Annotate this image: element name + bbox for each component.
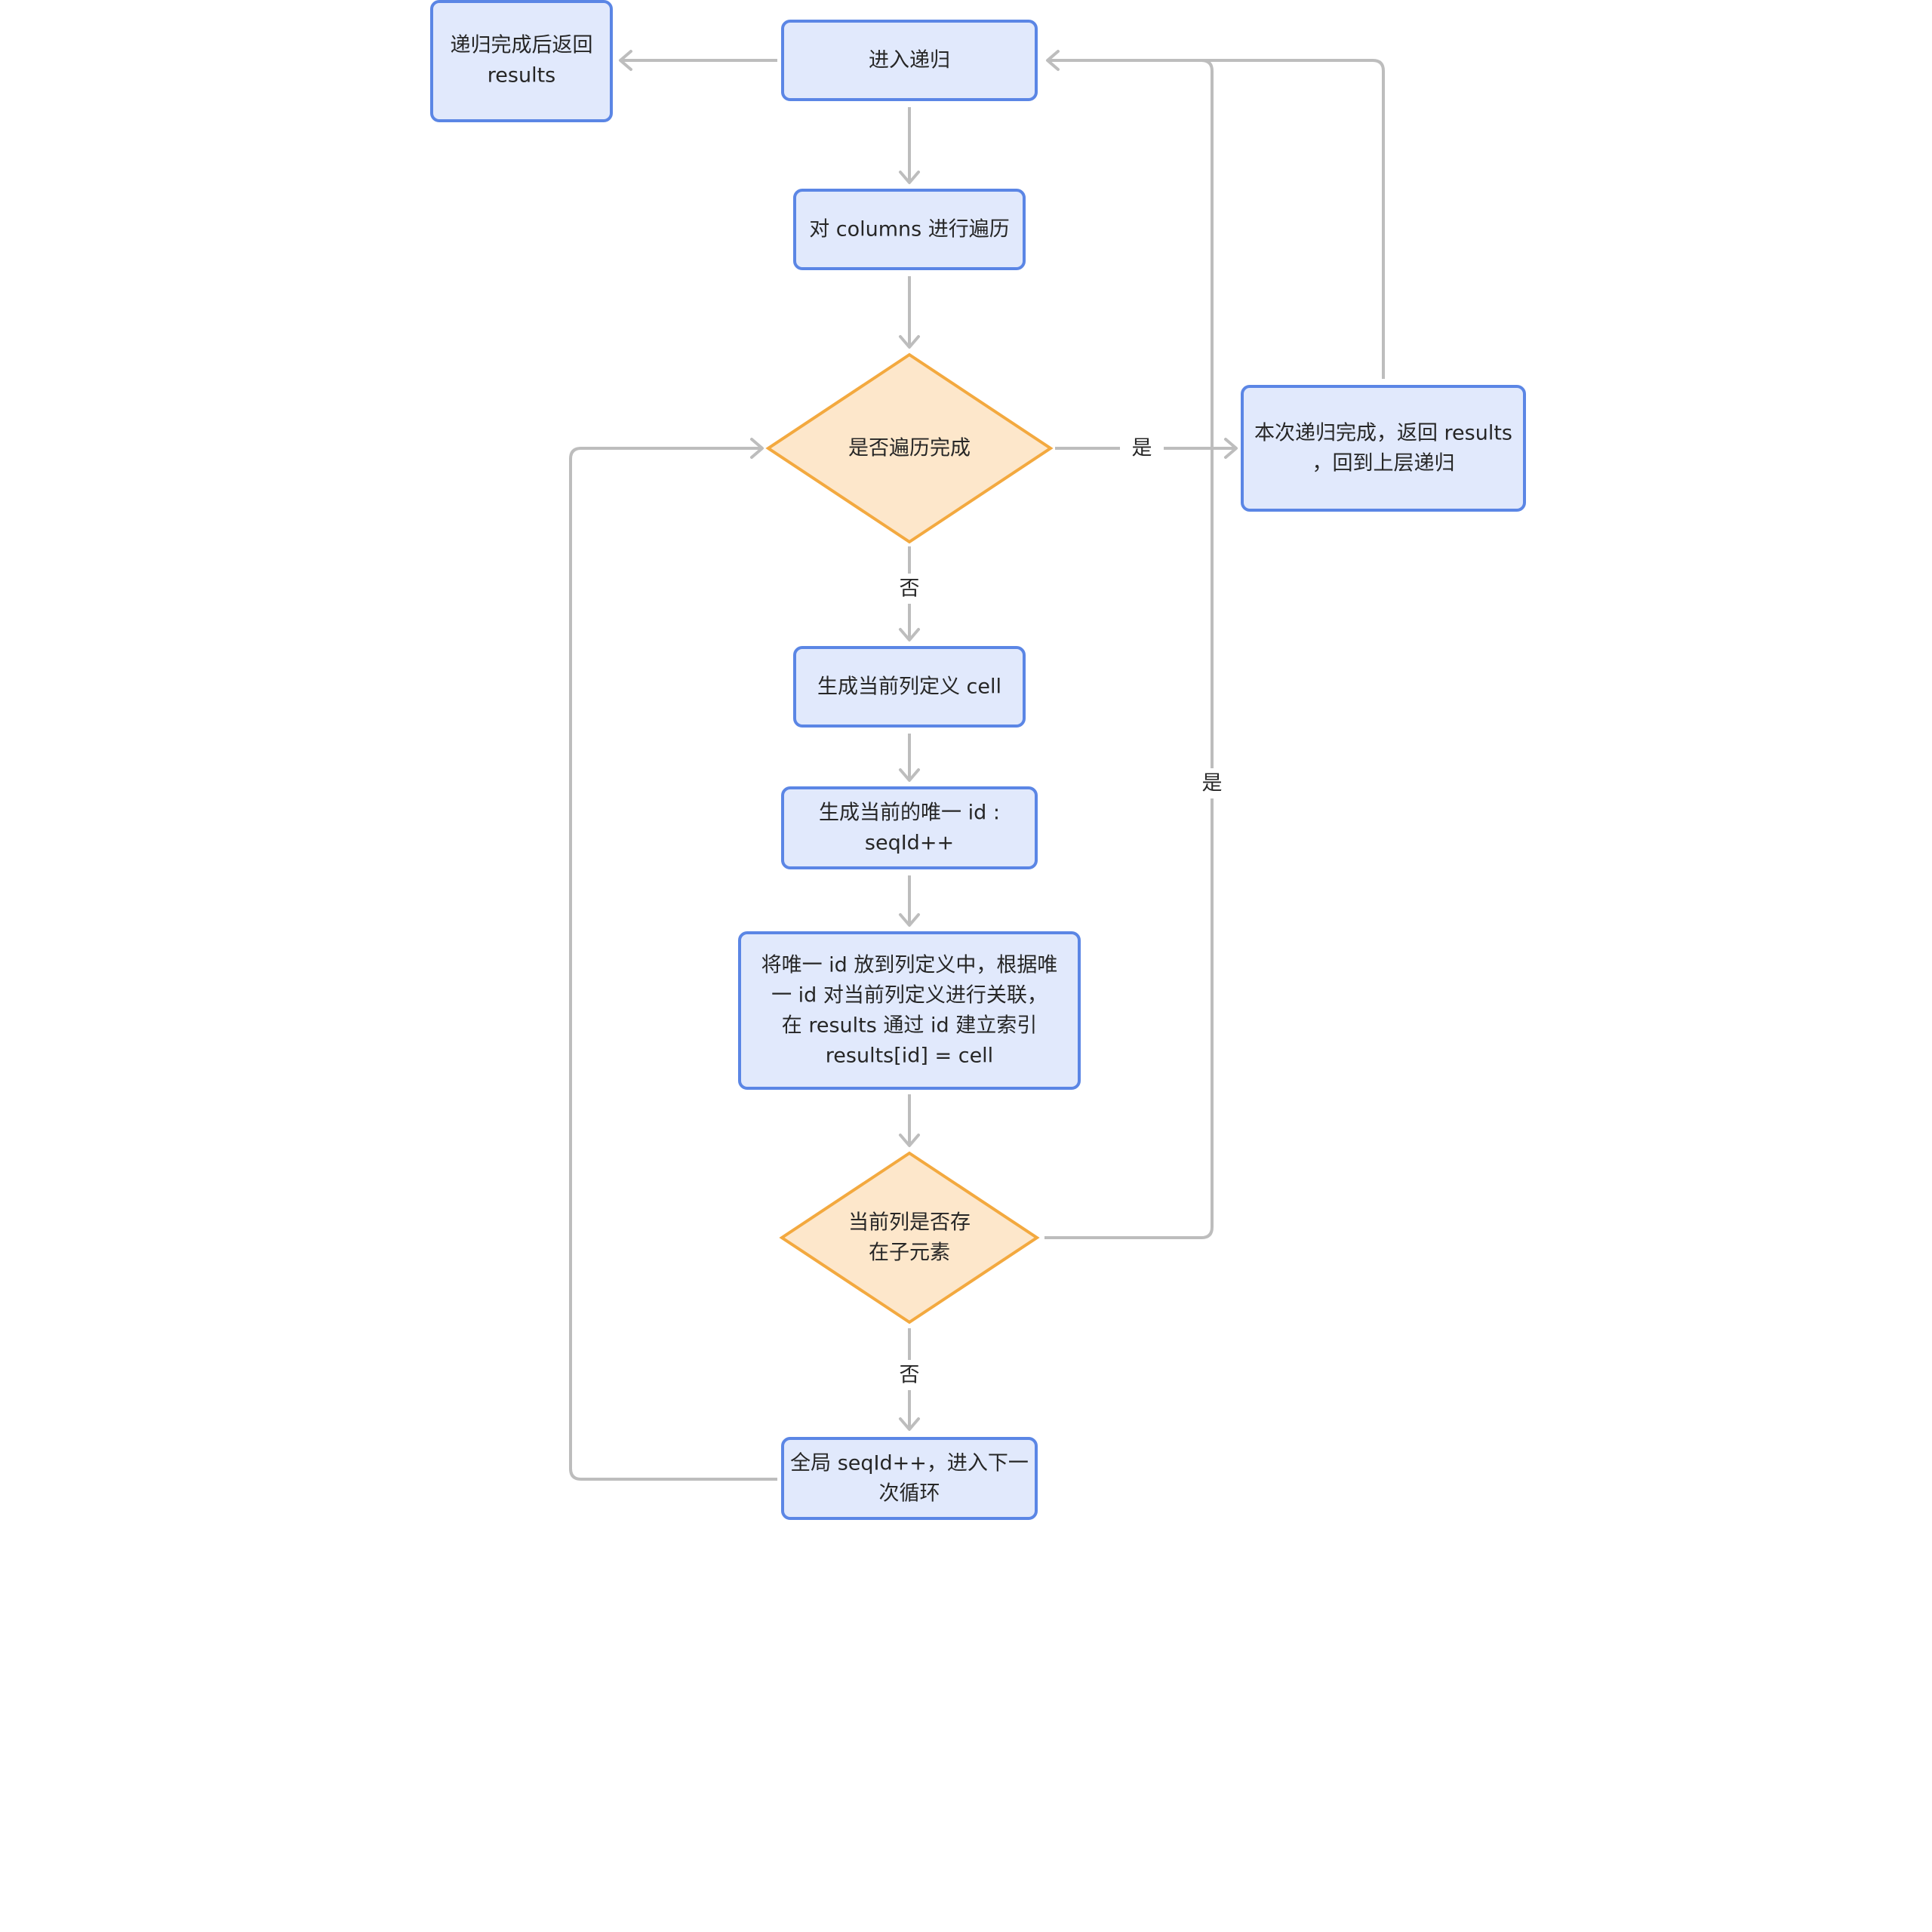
node-text: 全局 seqId++，进入下一次循环 <box>790 1452 1029 1506</box>
edge-label-bg <box>1120 433 1164 463</box>
node-text-line: 进入递归 <box>869 49 950 72</box>
edge-labels: 是 否 是 否 <box>891 433 1232 1390</box>
decision-has-children: 当前列是否存在子元素 <box>779 1151 1040 1324</box>
node-text-line: 是否遍历完成 <box>848 437 971 460</box>
node-text: 本次递归完成，返回 results ，回到上层递归 <box>1254 422 1512 475</box>
node-text-line: ，回到上层递归 <box>1312 452 1455 475</box>
edge-label-bg <box>891 574 928 604</box>
arrowhead-traverse <box>899 171 920 184</box>
node-text-line: seqId++ <box>865 832 954 855</box>
node-text: 生成当前列定义 cell <box>817 675 1001 699</box>
connectors <box>569 50 1385 1481</box>
edge-label-no-1: 否 <box>900 577 920 601</box>
node-enter-recursion: 进入递归 <box>781 20 1038 101</box>
node-next-loop: 全局 seqId++，进入下一次循环 <box>781 1437 1038 1520</box>
connector-level-done-to-enter <box>1048 59 1385 379</box>
node-text-line: results[id] = cell <box>826 1044 993 1068</box>
node-text: 当前列是否存在子元素 <box>848 1211 971 1265</box>
node-text: 生成当前的唯一 id : seqId++ <box>819 801 1000 855</box>
node-text: 递归完成后返回 results <box>451 34 593 88</box>
node-text: 是否遍历完成 <box>848 437 971 460</box>
node-gen-id: 生成当前的唯一 id : seqId++ <box>781 786 1038 869</box>
node-return-results: 递归完成后返回 results <box>430 0 613 122</box>
node-traverse-columns: 对 columns 进行遍历 <box>793 189 1026 270</box>
node-text: 将唯一 id 放到列定义中，根据唯一 id 对当前列定义进行关联， 在 resul… <box>761 954 1058 1068</box>
node-text-line: 在子元素 <box>869 1241 950 1265</box>
node-text-line: 全局 seqId++，进入下一 <box>790 1452 1029 1475</box>
node-text-line: results <box>488 64 555 88</box>
node-text-line: 生成当前列定义 cell <box>817 675 1001 699</box>
node-text-line: 将唯一 id 放到列定义中，根据唯 <box>761 954 1058 977</box>
edge-label-no-2: 否 <box>900 1364 920 1387</box>
node-put-id: 将唯一 id 放到列定义中，根据唯一 id 对当前列定义进行关联， 在 resul… <box>738 931 1081 1090</box>
node-text-line: 次循环 <box>879 1482 940 1506</box>
arrowhead-put-id <box>899 913 920 927</box>
arrowhead-children <box>899 1134 920 1147</box>
edge-label-bg <box>891 1360 928 1390</box>
arrowhead-gen-id <box>899 768 920 782</box>
node-level-done: 本次递归完成，返回 results ，回到上层递归 <box>1241 385 1526 512</box>
node-text-line: 本次递归完成，返回 results <box>1254 422 1512 445</box>
node-text-line: 生成当前的唯一 id : <box>819 801 1000 825</box>
node-text: 对 columns 进行遍历 <box>809 218 1010 242</box>
node-text-line: 在 results 通过 id 建立索引 <box>782 1014 1037 1038</box>
arrowhead-level-done <box>1224 438 1238 459</box>
node-text-line: 对 columns 进行遍历 <box>809 218 1010 242</box>
connector-children-yes <box>1044 59 1214 1239</box>
node-text-line: 递归完成后返回 <box>451 34 593 57</box>
edge-label-bg <box>1192 768 1232 798</box>
node-text: 进入递归 <box>869 49 950 72</box>
edge-label-yes-1: 是 <box>1132 437 1152 460</box>
node-gen-cell: 生成当前列定义 cell <box>793 646 1026 728</box>
arrowhead-loop-back <box>750 438 764 459</box>
node-text-line: 当前列是否存 <box>848 1211 971 1235</box>
decision-traversal-done: 是否遍历完成 <box>765 352 1054 544</box>
arrowhead-gen-cell <box>899 628 920 641</box>
edge-label-yes-2: 是 <box>1202 772 1223 795</box>
arrowhead-return <box>619 50 632 71</box>
arrowhead-next-loop <box>899 1417 920 1431</box>
connector-next-loop-back <box>569 447 777 1481</box>
arrowhead-decision <box>899 335 920 349</box>
node-text-line: 一 id 对当前列定义进行关联， <box>771 984 1048 1008</box>
